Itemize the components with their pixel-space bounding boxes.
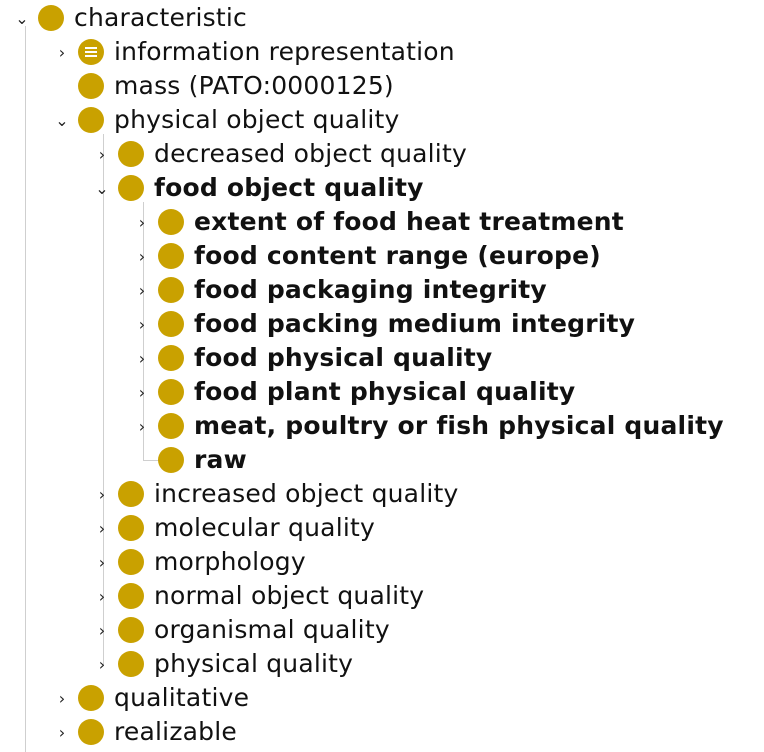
chevron-right-icon[interactable]: › [138,382,146,402]
tree-node-label: organismal quality [154,615,390,644]
chevron-right-icon[interactable]: › [138,212,146,232]
tree-node-food-packing-medium-integrity[interactable]: › food packing medium integrity [132,307,635,341]
tree-node-extent-of-food-heat-treatment[interactable]: › extent of food heat treatment [132,205,624,239]
tree-node-label: qualitative [114,683,250,712]
tree-node-label: decreased object quality [154,139,467,168]
class-icon [118,515,144,541]
tree-node-label: increased object quality [154,479,459,508]
tree-node-label: physical quality [154,649,354,678]
tree-node-characteristic[interactable]: ⌄ characteristic [12,1,247,35]
tree-node-normal-object-quality[interactable]: › normal object quality [92,579,424,613]
chevron-right-icon[interactable]: › [98,620,106,640]
tree-node-label: characteristic [74,3,247,32]
tree-node-label: food content range (europe) [194,241,601,270]
tree-node-label: extent of food heat treatment [194,207,624,236]
tree-node-label: realizable [114,717,237,746]
tree-node-physical-object-quality[interactable]: ⌄ physical object quality [52,103,400,137]
class-icon [158,311,184,337]
tree-node-organismal-quality[interactable]: › organismal quality [92,613,390,647]
tree-node-raw[interactable]: raw [132,443,247,477]
class-icon [158,447,184,473]
chevron-right-icon[interactable]: › [98,552,106,572]
tree-guide-line [25,26,26,752]
chevron-right-icon[interactable]: › [138,280,146,300]
tree-node-food-physical-quality[interactable]: › food physical quality [132,341,492,375]
tree-node-label: food packaging integrity [194,275,547,304]
class-icon [38,5,64,31]
class-icon [158,413,184,439]
class-icon [118,549,144,575]
tree-node-increased-object-quality[interactable]: › increased object quality [92,477,459,511]
tree-node-label: molecular quality [154,513,375,542]
chevron-right-icon[interactable]: › [98,654,106,674]
chevron-right-icon[interactable]: › [98,518,106,538]
tree-node-label: food physical quality [194,343,493,372]
tree-node-label: food packing medium integrity [194,309,636,338]
tree-node-label: mass (PATO:0000125) [114,71,394,100]
class-icon [78,685,104,711]
chevron-right-icon[interactable]: › [98,586,106,606]
tree-node-meat-poultry-or-fish-physical-quality[interactable]: › meat, poultry or fish physical quality [132,409,724,443]
chevron-right-icon[interactable]: › [58,688,66,708]
chevron-right-icon[interactable]: › [138,416,146,436]
chevron-right-icon[interactable]: › [58,722,66,742]
tree-node-realizable[interactable]: › realizable [52,715,237,749]
tree-node-label: food plant physical quality [194,377,576,406]
tree-node-decreased-object-quality[interactable]: › decreased object quality [92,137,467,171]
chevron-right-icon[interactable]: › [58,42,66,62]
class-icon [118,175,144,201]
tree-guide-line [103,134,104,666]
tree-node-molecular-quality[interactable]: › molecular quality [92,511,375,545]
class-icon [158,379,184,405]
chevron-right-icon[interactable]: › [138,314,146,334]
chevron-right-icon[interactable]: › [138,348,146,368]
chevron-right-icon[interactable]: › [98,144,106,164]
tree-node-information-representation[interactable]: › information representation [52,35,455,69]
tree-node-food-object-quality[interactable]: ⌄ food object quality [92,171,424,205]
class-icon [158,209,184,235]
chevron-right-icon[interactable]: › [98,484,106,504]
chevron-down-icon[interactable]: ⌄ [55,110,69,130]
tree-node-qualitative[interactable]: › qualitative [52,681,249,715]
tree-node-label: raw [194,445,247,474]
tree-node-label: morphology [154,547,306,576]
tree-node-physical-quality[interactable]: › physical quality [92,647,353,681]
chevron-right-icon[interactable]: › [138,246,146,266]
tree-node-morphology[interactable]: › morphology [92,545,306,579]
tree-node-label: normal object quality [154,581,425,610]
class-icon [118,583,144,609]
class-icon [118,481,144,507]
tree-node-label: information representation [114,37,455,66]
class-icon [158,277,184,303]
class-icon [78,719,104,745]
tree-node-food-plant-physical-quality[interactable]: › food plant physical quality [132,375,575,409]
tree-node-food-packaging-integrity[interactable]: › food packaging integrity [132,273,547,307]
class-icon [158,243,184,269]
tree-node-label: meat, poultry or fish physical quality [194,411,724,440]
tree-guide-line [143,460,168,461]
tree-node-mass[interactable]: mass (PATO:0000125) [52,69,394,103]
document-class-icon [78,39,104,65]
class-icon [78,107,104,133]
class-icon [118,617,144,643]
tree-guide-line [143,202,144,460]
tree-node-label: food object quality [154,173,424,202]
tree-node-label: physical object quality [114,105,400,134]
class-icon [78,73,104,99]
chevron-down-icon[interactable]: ⌄ [15,8,29,28]
class-icon [158,345,184,371]
class-icon [118,141,144,167]
class-icon [118,651,144,677]
tree-node-food-content-range[interactable]: › food content range (europe) [132,239,601,273]
chevron-down-icon[interactable]: ⌄ [95,178,109,198]
